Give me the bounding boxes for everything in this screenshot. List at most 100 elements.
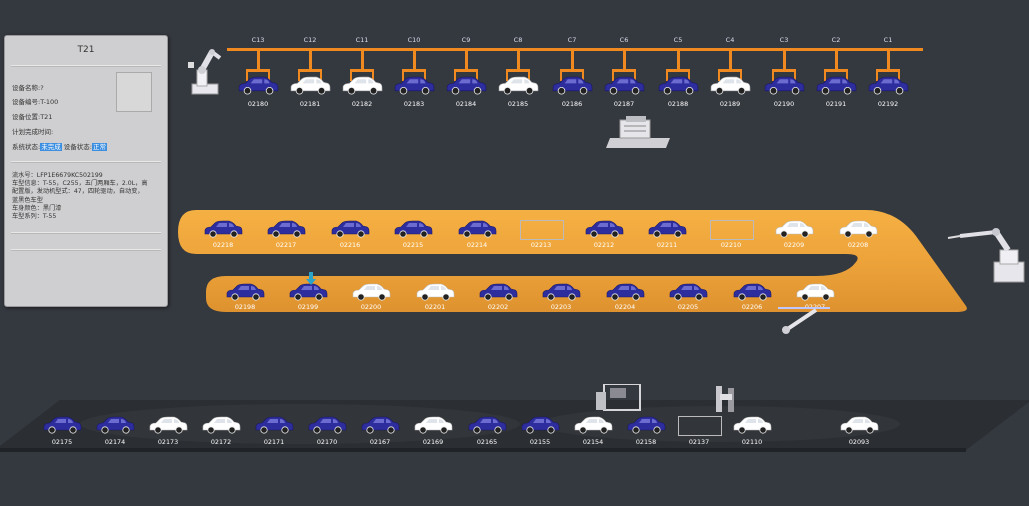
car-id-label: 02190 xyxy=(773,100,795,108)
car-blue[interactable] xyxy=(646,220,688,238)
car-white[interactable] xyxy=(773,220,815,238)
car-white[interactable] xyxy=(200,416,242,434)
hanger-rod xyxy=(309,51,312,71)
car-blue[interactable] xyxy=(445,76,487,95)
car-blue[interactable] xyxy=(329,220,371,238)
device-location-row: 设备位置:T21 xyxy=(12,113,53,121)
hanger-bar xyxy=(666,69,690,72)
car-white[interactable] xyxy=(497,76,539,95)
car-image[interactable] xyxy=(678,416,722,436)
car-id-label: 02191 xyxy=(825,100,847,108)
hanger-arm xyxy=(824,69,826,81)
car-image[interactable] xyxy=(520,220,564,240)
car-blue[interactable] xyxy=(456,220,498,238)
car-blue[interactable] xyxy=(657,76,699,95)
car-white[interactable] xyxy=(731,416,773,434)
car-blue[interactable] xyxy=(667,283,709,301)
car-id-label: 02165 xyxy=(476,438,498,446)
hanger-arm xyxy=(320,69,322,81)
car-id-label: 02213 xyxy=(530,241,552,249)
car-blue[interactable] xyxy=(202,220,244,238)
hanger-label: C10 xyxy=(407,36,421,44)
car-white[interactable] xyxy=(572,416,614,434)
car-id-label: 02093 xyxy=(848,438,870,446)
car-blue[interactable] xyxy=(625,416,667,434)
car-blue[interactable] xyxy=(392,220,434,238)
car-white[interactable] xyxy=(147,416,189,434)
car-id-label: 02199 xyxy=(297,303,319,311)
car-id-label: 02174 xyxy=(104,438,126,446)
car-blue[interactable] xyxy=(41,416,83,434)
hanger-bar xyxy=(718,69,742,72)
hanger-bar xyxy=(612,69,636,72)
hanger-bar xyxy=(454,69,478,72)
car-id-label: 02183 xyxy=(403,100,425,108)
car-blue[interactable] xyxy=(359,416,401,434)
car-blue[interactable] xyxy=(265,220,307,238)
car-blue[interactable] xyxy=(603,76,645,95)
car-id-label: 02173 xyxy=(157,438,179,446)
car-blue[interactable] xyxy=(393,76,435,95)
hanger-label: C5 xyxy=(673,36,683,44)
hanger-arm xyxy=(454,69,456,81)
car-id-label: 02205 xyxy=(677,303,699,311)
hanger-arm xyxy=(246,69,248,81)
hanger-arm xyxy=(846,69,848,81)
car-blue[interactable] xyxy=(519,416,561,434)
car-blue[interactable] xyxy=(583,220,625,238)
hanger-arm xyxy=(528,69,530,81)
car-blue[interactable] xyxy=(94,416,136,434)
hanger-label: C7 xyxy=(567,36,577,44)
car-id-label: 02206 xyxy=(741,303,763,311)
hanger-rod xyxy=(835,51,838,71)
hanger-arm xyxy=(372,69,374,81)
car-id-label: 02198 xyxy=(234,303,256,311)
car-white[interactable] xyxy=(414,283,456,301)
car-white[interactable] xyxy=(794,283,836,301)
car-id-label: 02172 xyxy=(210,438,232,446)
car-id-label: 02217 xyxy=(275,241,297,249)
car-id-label: 02214 xyxy=(466,241,488,249)
car-white[interactable] xyxy=(412,416,454,434)
car-white[interactable] xyxy=(341,76,383,95)
car-blue[interactable] xyxy=(466,416,508,434)
car-white[interactable] xyxy=(837,220,879,238)
car-id-label: 02201 xyxy=(424,303,446,311)
car-white[interactable] xyxy=(350,283,392,301)
car-blue[interactable] xyxy=(540,283,582,301)
car-blue[interactable] xyxy=(237,76,279,95)
car-blue[interactable] xyxy=(731,283,773,301)
panel-title: T21 xyxy=(77,45,95,55)
car-id-label: 02175 xyxy=(51,438,73,446)
car-white[interactable] xyxy=(289,76,331,95)
car-blue[interactable] xyxy=(224,283,266,301)
info-line: 配置版，发动机型式：47，四轮驱动，自动变， xyxy=(12,188,144,196)
car-id-label: 02187 xyxy=(613,100,635,108)
hanger-label: C9 xyxy=(461,36,471,44)
car-image[interactable] xyxy=(710,220,754,240)
hanger-rod xyxy=(517,51,520,71)
hanger-label: C8 xyxy=(513,36,523,44)
car-id-label: 02170 xyxy=(316,438,338,446)
car-id-label: 02182 xyxy=(351,100,373,108)
car-blue[interactable] xyxy=(815,76,857,95)
device-status-prefix: 设备状态: xyxy=(63,143,92,151)
car-blue[interactable] xyxy=(477,283,519,301)
info-line: 蓝黑色车型 xyxy=(12,196,43,204)
car-id-label: 02208 xyxy=(847,241,869,249)
machine-icon xyxy=(606,116,670,148)
car-blue[interactable] xyxy=(287,283,329,301)
car-blue[interactable] xyxy=(867,76,909,95)
car-blue[interactable] xyxy=(306,416,348,434)
car-blue[interactable] xyxy=(253,416,295,434)
car-blue[interactable] xyxy=(763,76,805,95)
hanger-label: C2 xyxy=(831,36,841,44)
car-id-label: 02181 xyxy=(299,100,321,108)
hanger-bar xyxy=(350,69,374,72)
car-white[interactable] xyxy=(709,76,751,95)
robot-arm-icon xyxy=(947,228,1025,283)
car-blue[interactable] xyxy=(604,283,646,301)
car-blue[interactable] xyxy=(551,76,593,95)
hanger-arm xyxy=(612,69,614,81)
car-white[interactable] xyxy=(838,416,880,434)
